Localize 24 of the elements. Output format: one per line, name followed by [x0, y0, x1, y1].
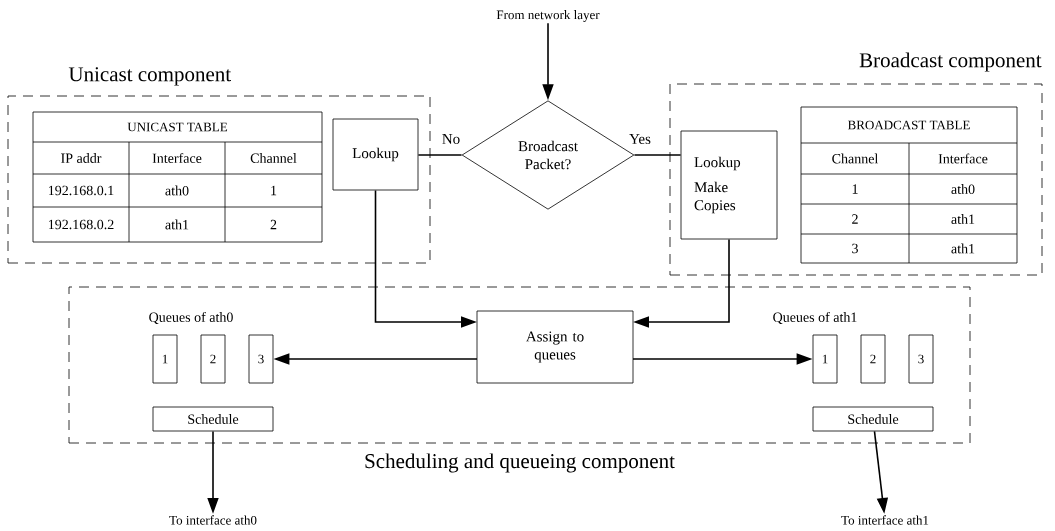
schedule-box: Schedule [812, 406, 934, 432]
process-box: Lookup [332, 118, 419, 191]
queue-label: Queues of ath1 [773, 311, 857, 325]
schedule-box: Schedule [152, 406, 274, 432]
queue-box: 2 [200, 334, 226, 384]
table: BROADCAST TABLE Channel Interface 1 ath0 2 ath1 3 ath1 [800, 106, 1018, 264]
edge-label: No [440, 133, 462, 145]
node-label: Unicast component [68, 67, 231, 86]
text-label: From network layer [496, 10, 600, 22]
connector-line [417, 154, 463, 156]
queue-box: 1 [812, 334, 838, 384]
queue-box: 3 [908, 334, 934, 384]
node-label: Broadcast component [859, 52, 1042, 72]
text-label: To interface ath1 [841, 515, 929, 525]
node-label: Scheduling and queueing component [365, 453, 675, 473]
queue-box: 2 [860, 334, 886, 384]
queue-box: 1 [152, 334, 178, 384]
process-box: Assign to queues [476, 310, 634, 384]
queue-box: 3 [248, 334, 274, 384]
queue-label: Queues of ath0 [149, 311, 233, 325]
text-label: To interface ath0 [169, 515, 257, 525]
table: UNICAST TABLE IP addr Interface Channel 192.168.0.1 ath0 1 192.168.0.2 ath1 2 [32, 111, 323, 243]
process-box: Lookup Make Copies [680, 130, 778, 240]
connector-line [633, 154, 682, 156]
